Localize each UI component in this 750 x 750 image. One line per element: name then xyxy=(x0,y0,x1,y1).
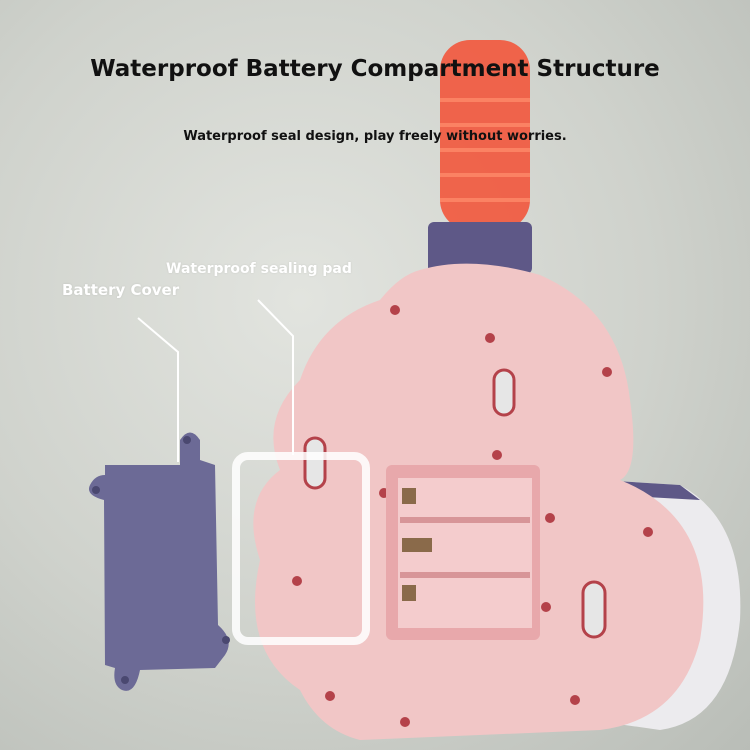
page-subtitle: Waterproof seal design, play freely with… xyxy=(183,129,567,144)
page-title: Waterproof Battery Compartment Structure xyxy=(90,56,660,82)
callout-battery-cover: Battery Cover xyxy=(62,281,180,299)
callout-sealing-pad: Waterproof sealing pad xyxy=(166,261,352,277)
screw-holes xyxy=(292,305,653,727)
battery-cover xyxy=(88,432,229,691)
battery-compartment xyxy=(386,465,540,640)
orange-tube xyxy=(440,40,530,230)
sealing-pad xyxy=(232,452,370,645)
callout-lines xyxy=(137,299,294,462)
purple-collar xyxy=(428,222,532,274)
